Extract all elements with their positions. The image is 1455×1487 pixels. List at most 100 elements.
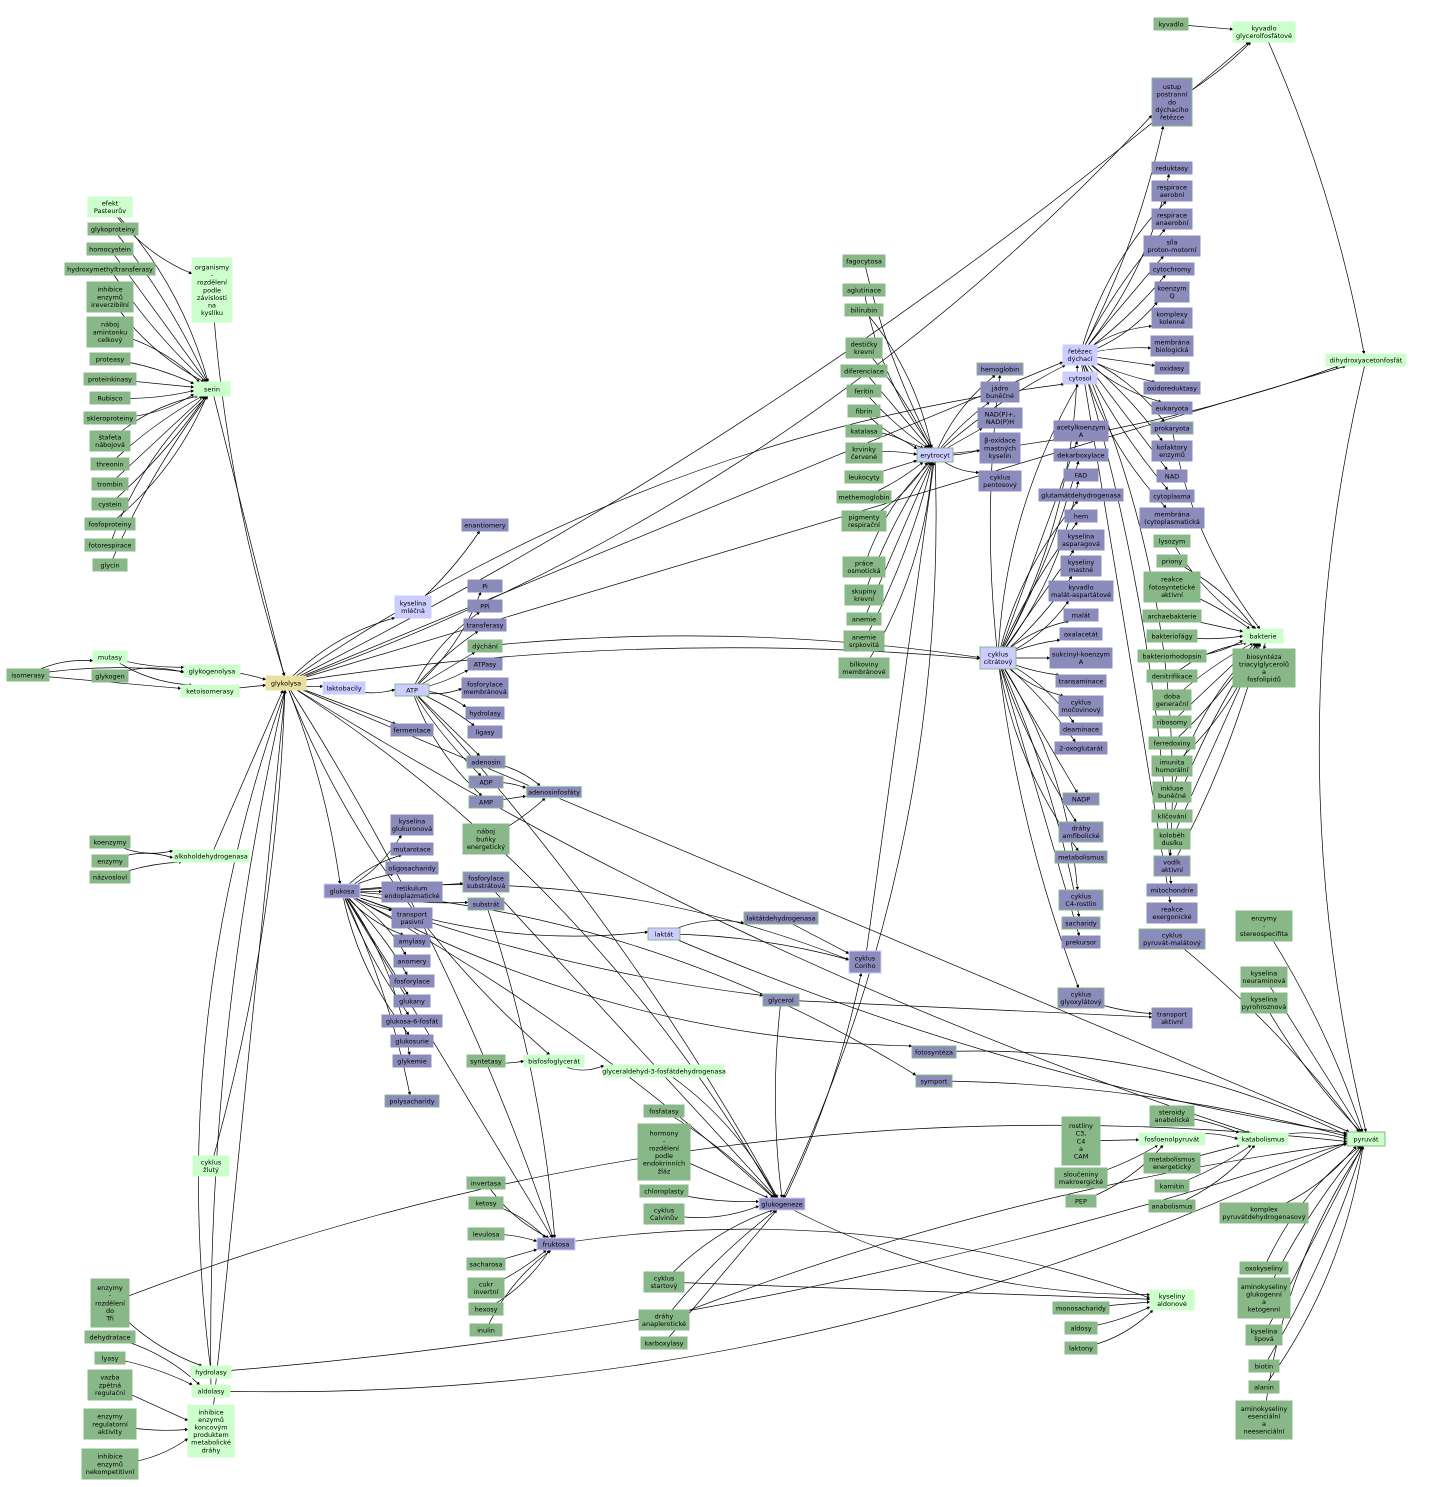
node-laktat[interactable]: laktát — [647, 927, 681, 941]
node-hydrolasy[interactable]: hydrolasy — [190, 1365, 232, 1379]
node-inhibice-koncovy[interactable]: inhibiceenzymůkoncovýmproduktemmetabolic… — [187, 1404, 235, 1458]
node-biotin[interactable]: biotin — [1248, 1359, 1280, 1373]
node-hydrolasy2[interactable]: hydrolasy — [465, 706, 505, 720]
node-glutamatdehydrogenasa[interactable]: glutamátdehydrogenasa — [1038, 488, 1124, 502]
node-glykogenolysa[interactable]: glykogenolysa — [183, 664, 241, 678]
node-ppi[interactable]: PPi — [467, 599, 503, 613]
node-symport[interactable]: symport — [915, 1074, 953, 1088]
node-fosfoenolpyruvat[interactable]: fosfoenolpyruvát — [1138, 1132, 1206, 1146]
node-fibrin[interactable]: fibrin — [847, 404, 881, 418]
node-adp[interactable]: ADP — [468, 775, 504, 789]
node-amylasy[interactable]: amylasy — [393, 934, 431, 948]
node-laktobacily[interactable]: laktobacily — [322, 681, 366, 695]
node-dehydratace[interactable]: dehydratace — [84, 1330, 136, 1344]
node-fosfoproteiny[interactable]: fosfoproteiny — [84, 517, 136, 531]
node-ketosy[interactable]: ketosy — [468, 1196, 504, 1210]
node-dychani[interactable]: dýchání — [467, 639, 503, 653]
node-transaminace[interactable]: transaminace — [1055, 674, 1107, 688]
node-alkoholdehydrogenasa[interactable]: alkoholdehydrogenasa — [172, 849, 250, 863]
node-prokaryota[interactable]: prokaryota — [1150, 421, 1194, 435]
node-glykoproteiny[interactable]: glykoproteiny — [87, 222, 139, 236]
node-malat[interactable]: malát — [1063, 608, 1099, 622]
node-atp[interactable]: ATP — [394, 683, 430, 697]
node-pep[interactable]: PEP — [1065, 1194, 1097, 1208]
node-metabolismus[interactable]: metabolismus — [1054, 850, 1108, 864]
node-amp[interactable]: AMP — [468, 795, 504, 809]
node-fotosynteza[interactable]: fotosyntéza — [911, 1045, 957, 1059]
node-trombin[interactable]: trombin — [91, 477, 129, 491]
node-monosacharidy[interactable]: monosacharidy — [1052, 1301, 1110, 1315]
node-cystein[interactable]: cystein — [91, 497, 129, 511]
node-fosforylace[interactable]: fosforylace — [389, 974, 435, 988]
node-aldolasy[interactable]: aldolasy — [191, 1384, 231, 1398]
node-alanin[interactable]: alanin — [1248, 1380, 1280, 1394]
node-glykolysa[interactable]: glykolysa — [265, 675, 307, 691]
node-bisfosfoglycerat[interactable]: bisfosfoglycerát — [523, 1054, 585, 1068]
node-mutarotace[interactable]: mutarotace — [390, 842, 434, 856]
node-invertasa[interactable]: invertasa — [466, 1176, 506, 1190]
node-diferenciace[interactable]: diferenciace — [840, 364, 888, 378]
node-bilirubin[interactable]: bilirubin — [844, 303, 884, 317]
node-oxokyseliny[interactable]: oxokyseliny — [1239, 1261, 1289, 1275]
node-leukocyty[interactable]: leukocyty — [844, 470, 884, 484]
node-adenosinfosfaty[interactable]: adenosinfosfáty — [525, 785, 583, 799]
node-glykemie[interactable]: glykemie — [392, 1054, 432, 1068]
node-hydroxymethyltransferasy[interactable]: hydroxymethyltransferasy — [64, 262, 156, 276]
node-katabolismus[interactable]: katabolismus — [1237, 1132, 1289, 1146]
node-aglutinace[interactable]: aglutinace — [842, 283, 886, 297]
node-priony[interactable]: priony — [1156, 554, 1188, 568]
node-cytochromy[interactable]: cytochromy — [1149, 262, 1195, 276]
node-ferredoxiny[interactable]: ferredoxiny — [1148, 736, 1196, 750]
node-ribosomy[interactable]: ribosomy — [1152, 715, 1192, 729]
node-nadp[interactable]: NADP — [1062, 792, 1100, 806]
node-proteinkinasy[interactable]: proteinkinasy — [83, 372, 137, 386]
node-reduktasy[interactable]: reduktasy — [1151, 161, 1193, 175]
node-fruktosa[interactable]: fruktosa — [536, 1237, 576, 1251]
node-glycin[interactable]: glycin — [92, 558, 128, 572]
node-glukosa[interactable]: glukosa — [323, 883, 361, 899]
node-polysacharidy[interactable]: polysacharidy — [384, 1094, 440, 1108]
node-hemoglobin[interactable]: hemoglobin — [976, 362, 1024, 376]
node-aldosy[interactable]: aldosy — [1064, 1321, 1098, 1335]
node-oligosacharidy[interactable]: oligosacharidy — [385, 861, 439, 875]
node-eukaryota[interactable]: eukaryota — [1151, 401, 1193, 415]
